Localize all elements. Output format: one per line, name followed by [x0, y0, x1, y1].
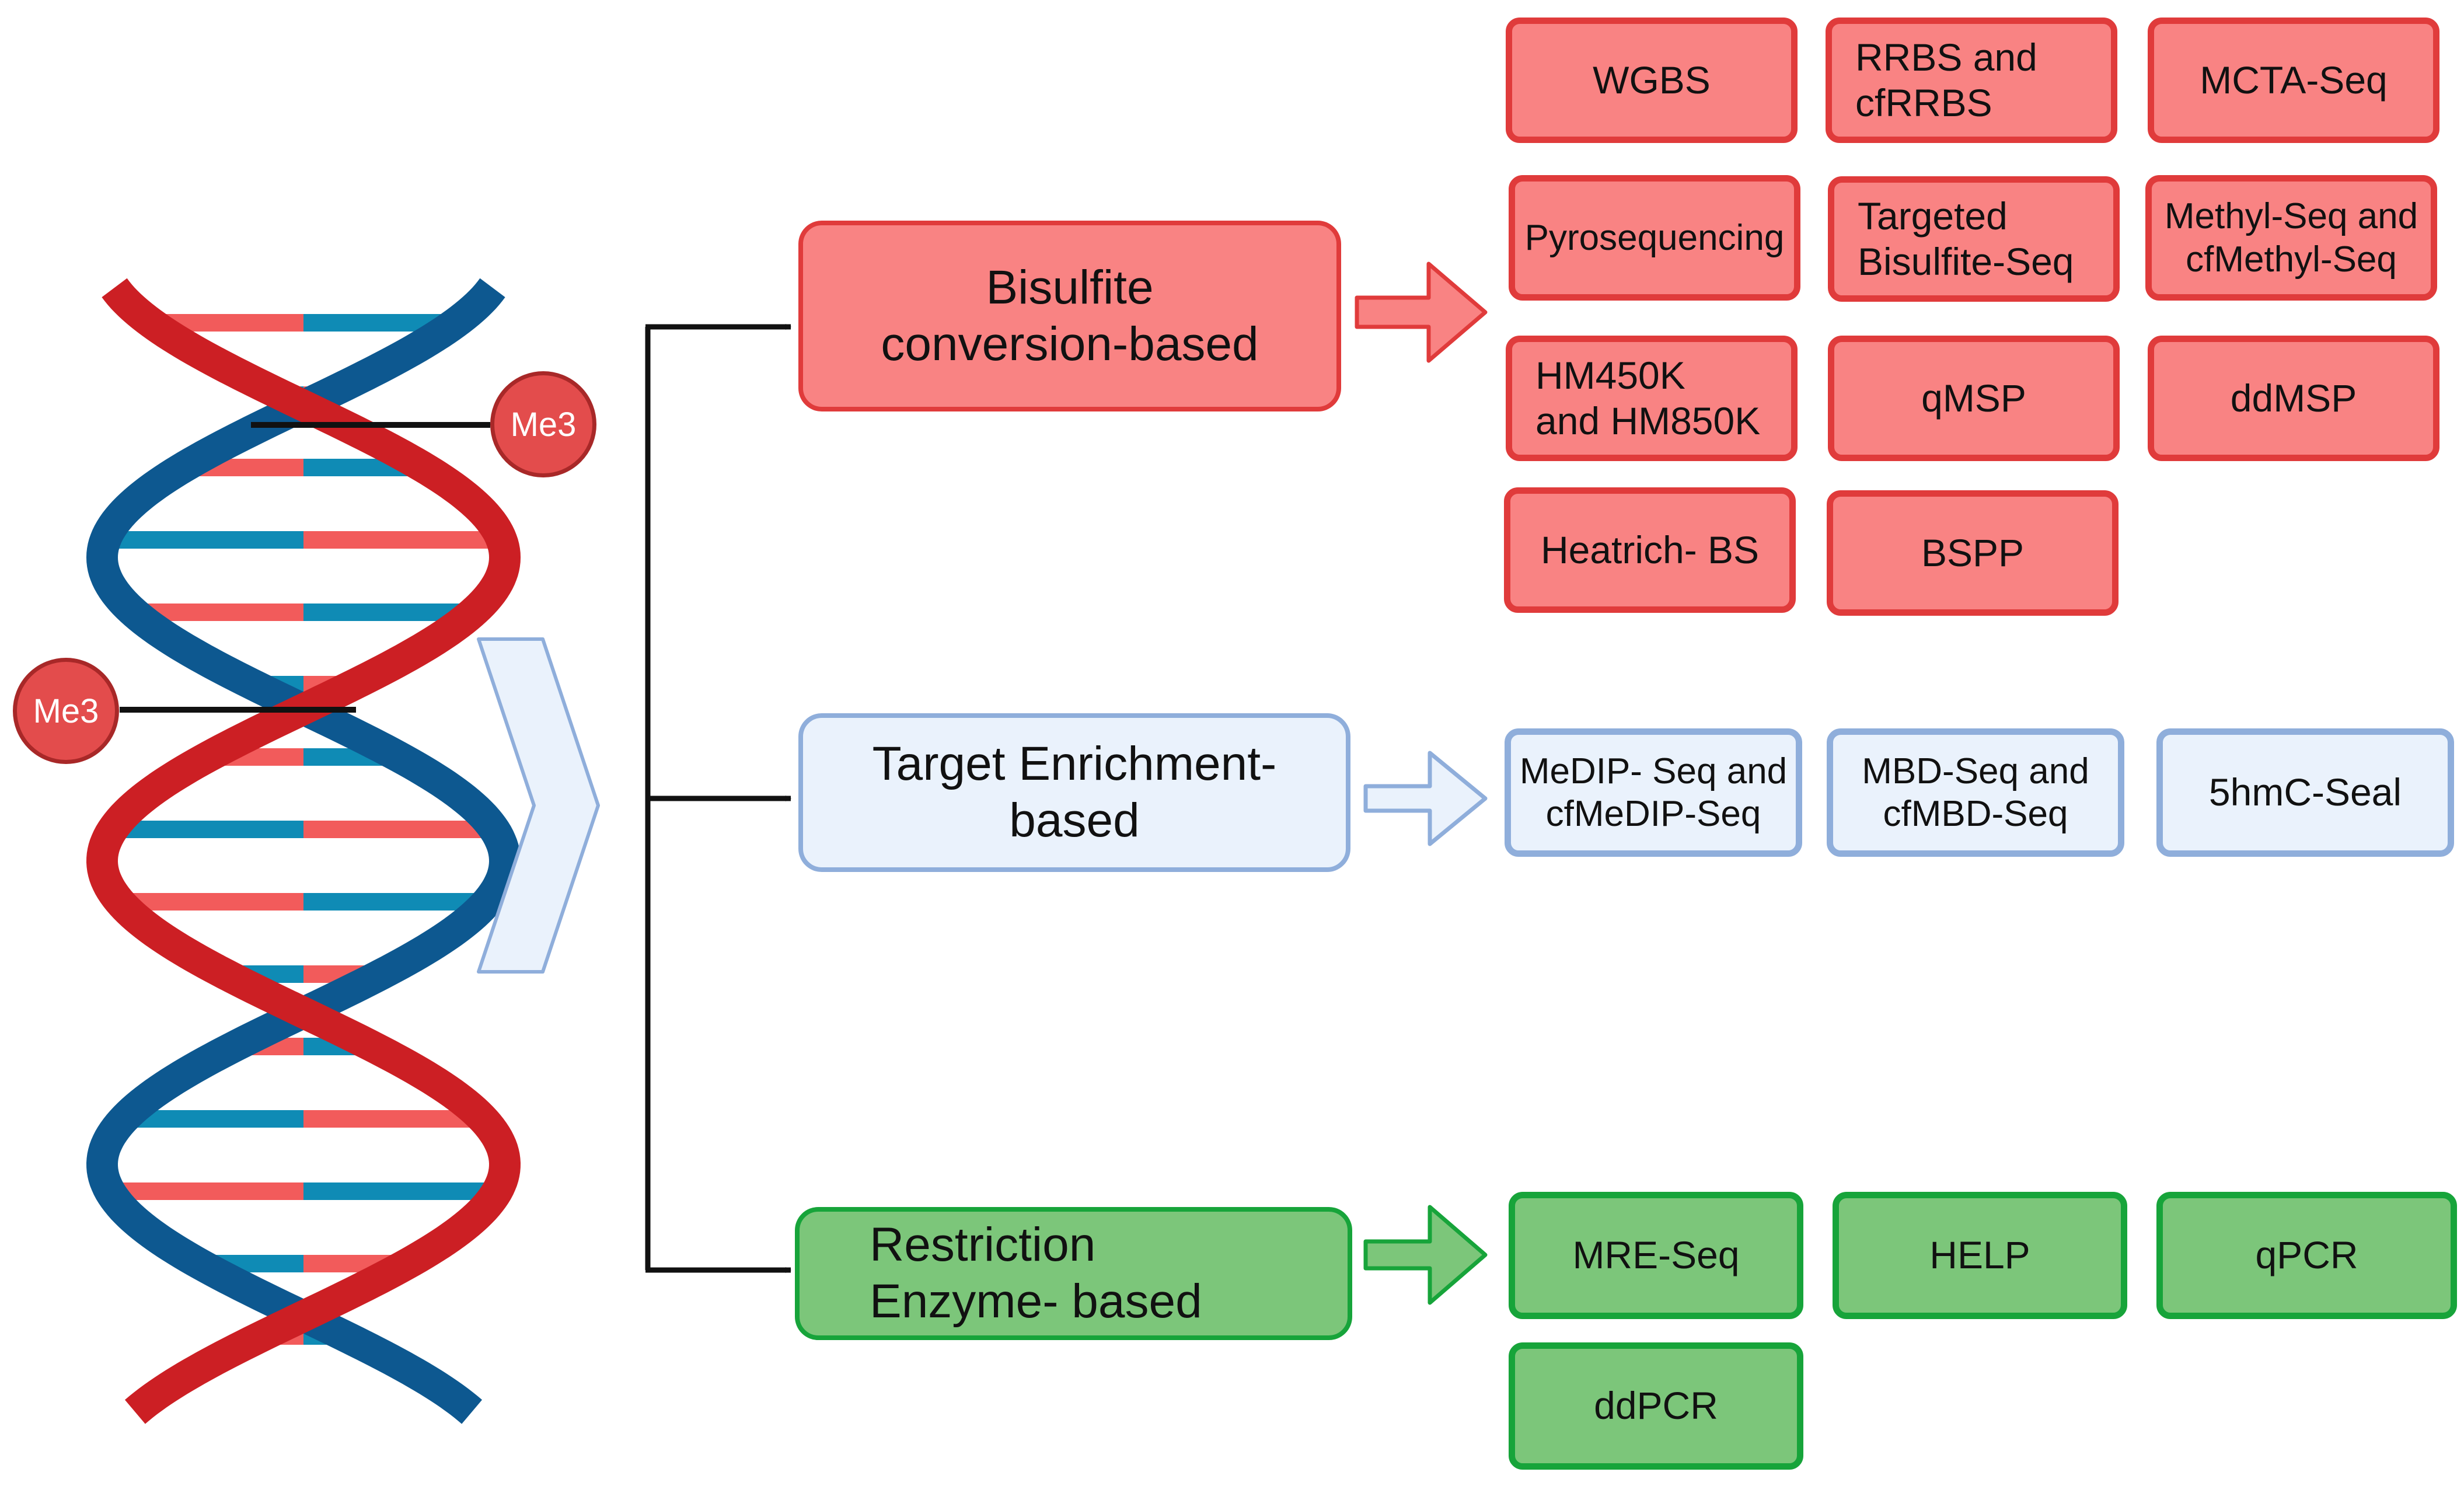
- method-medip-seq: MeDIP- Seq and cfMeDIP-Seq: [1505, 728, 1802, 857]
- method-hm450k: HM450K and HM850K: [1506, 336, 1798, 461]
- methyl-mark-upper: Me3: [490, 371, 596, 477]
- method-pyrosequencing: Pyrosequencing: [1509, 175, 1800, 301]
- block-arrow-bisulfite: [1355, 261, 1488, 363]
- block-arrow-restriction: [1363, 1205, 1488, 1305]
- method-mcta-seq: MCTA-Seq: [2148, 18, 2439, 143]
- category-bisulfite-conversion: Bisulfite conversion-based: [798, 221, 1341, 411]
- method-rrbs: RRBS and cfRRBS: [1826, 18, 2117, 143]
- method-qmsp: qMSP: [1828, 336, 2120, 461]
- dna-base-pair-segment: [303, 893, 487, 911]
- method-methyl-seq: Methyl-Seq and cfMethyl-Seq: [2145, 175, 2437, 301]
- dna-strand-red: [86, 278, 521, 1424]
- dna-base-pair-segment: [110, 1182, 303, 1200]
- method-wgbs: WGBS: [1506, 18, 1798, 143]
- method-5hmc-seal: 5hmC-Seal: [2156, 728, 2454, 857]
- method-mbd-seq: MBD-Seq and cfMBD-Seq: [1827, 728, 2124, 857]
- method-bspp: BSPP: [1827, 490, 2119, 616]
- dna-base-pair-segment: [303, 821, 494, 838]
- chevron-right-icon: [477, 637, 600, 974]
- method-help: HELP: [1833, 1192, 2127, 1319]
- dna-strand-blue: [86, 278, 521, 1424]
- dna-base-pair-segment: [105, 531, 304, 549]
- dna-base-pair-segment: [303, 1182, 497, 1200]
- category-target-enrichment: Target Enrichment- based: [798, 713, 1350, 872]
- methyl-mark-lower: Me3: [13, 658, 119, 764]
- method-mre-seq: MRE-Seq: [1509, 1192, 1803, 1319]
- method-ddpcr: ddPCR: [1509, 1342, 1803, 1470]
- method-qpcr: qPCR: [2156, 1192, 2457, 1319]
- block-arrow-enrichment: [1363, 751, 1488, 846]
- dna-base-pair-segment: [303, 531, 502, 549]
- method-heatrich-bs: Heatrich- BS: [1504, 487, 1796, 613]
- dna-base-pair-segment: [113, 821, 303, 838]
- method-targeted-bisulfite-seq: Targeted Bisulfite-Seq: [1828, 176, 2120, 302]
- dna-double-helix: [86, 278, 521, 1424]
- dna-base-pair-segment: [120, 893, 304, 911]
- category-restriction-enzyme: Restriction Enzyme- based: [795, 1207, 1352, 1340]
- method-ddmsp: ddMSP: [2148, 336, 2439, 461]
